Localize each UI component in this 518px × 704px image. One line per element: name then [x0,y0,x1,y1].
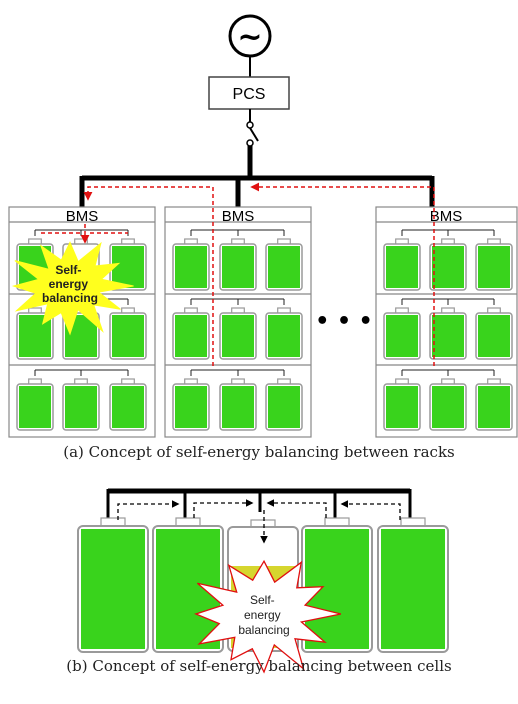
battery-cell [152,517,224,653]
battery-cell [475,378,513,431]
battery-cell [475,307,513,360]
battery-cell [475,238,513,291]
battery-cell [265,307,303,360]
cell-flow-arrows [117,499,401,544]
battery-cell [62,378,100,431]
burst-b-line-3: balancing [238,623,289,637]
burst-line-3: balancing [42,291,98,305]
caption-a: (a) Concept of self-energy balancing bet… [63,443,455,461]
flow-cell-5 [340,500,401,520]
rack-2-flow-path [83,186,214,366]
battery-cell [265,238,303,291]
battery-cell [377,517,449,653]
pcs-box [208,76,290,110]
battery-cell [429,307,467,360]
battery-cell [383,238,421,291]
self-balancing-burst-b: Self- energy balancing [194,559,342,674]
bms-label: BMS [66,208,99,225]
cell-connector [190,369,285,376]
cell-bus [106,488,412,520]
figure-a: ~ PCS BMS [8,14,518,438]
burst-b-line-2: energy [244,608,281,622]
flow-cell-1 [117,500,180,520]
self-balancing-burst: Self- energy balancing [11,241,134,336]
cell-connector [190,298,285,305]
battery-cell [219,378,257,431]
battery-cell [383,378,421,431]
flow-cell-4 [266,499,327,518]
ac-source-symbol: ~ [237,20,262,55]
cell-connector [401,369,495,376]
battery-cell [219,307,257,360]
battery-cell [77,517,149,653]
rack-ellipsis: • • • [315,309,373,334]
svg-text:Self- energy b: Self- energy balancing [238,593,289,637]
battery-cell [109,378,147,431]
svg-text:Self- energy b: Self- energy balancing [42,263,98,305]
battery-cell [383,307,421,360]
battery-cell [429,238,467,291]
main-bus [79,175,435,207]
cell-connector [401,229,495,236]
switch-icon [246,109,259,178]
battery-cell [109,307,147,360]
cell-connector [401,298,495,305]
figure-b: Self- energy balancing [77,488,449,674]
flow-cell-2 [193,499,254,518]
burst-b-line-1: Self- [250,593,275,607]
cell-connector [190,229,285,236]
battery-cell [172,307,210,360]
battery-cell [172,238,210,291]
battery-cell [301,517,373,653]
energy-flow-arrows [40,182,435,366]
bms-label: BMS [222,208,255,225]
rack-n-flow-path [250,182,435,366]
pcs-label: PCS [233,86,266,103]
burst-line-1: Self- [55,263,81,277]
rack-cells [16,229,513,431]
cell-connector [34,369,129,376]
caption-b: (b) Concept of self-energy balancing bet… [66,657,452,675]
battery-cell [16,378,54,431]
battery-cell [172,378,210,431]
battery-cell [265,378,303,431]
battery-cell [219,238,257,291]
burst-line-2: energy [49,277,89,291]
bms-label: BMS [430,208,463,225]
battery-cell [429,378,467,431]
